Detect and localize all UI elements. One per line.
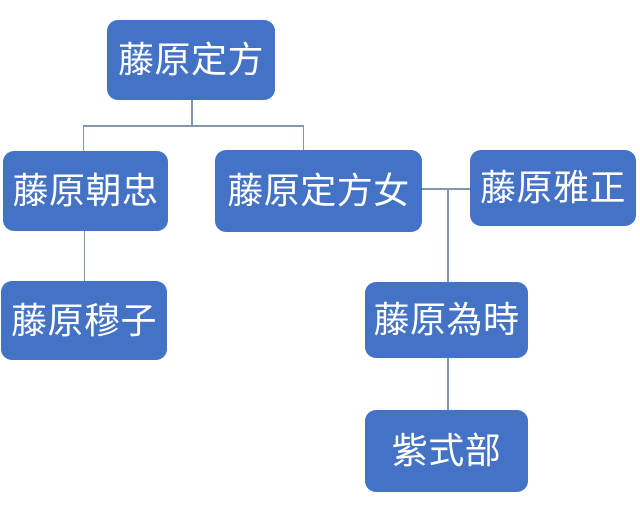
connector-children-distributor (83, 125, 304, 127)
connector-marriage-link (422, 188, 470, 190)
node-fujiwara-tametoki: 藤原為時 (365, 282, 528, 358)
connector-drop-to-asatada (82, 126, 84, 151)
node-fujiwara-asatada: 藤原朝忠 (3, 151, 168, 231)
node-fujiwara-masatada: 藤原雅正 (470, 150, 636, 226)
connector-tametoki-to-murasaki (447, 358, 449, 410)
node-murasaki-shikibu: 紫式部 (365, 410, 528, 492)
connector-sadakata-stem (191, 100, 193, 126)
node-fujiwara-sadakata: 藤原定方 (107, 20, 275, 100)
connector-drop-to-sadakata-daughter (302, 126, 304, 150)
connector-asatada-to-bokushi (83, 231, 85, 281)
connector-marriage-to-tametoki (447, 189, 449, 282)
node-fujiwara-sadakata-daughter: 藤原定方女 (215, 150, 422, 232)
node-fujiwara-bokushi: 藤原穆子 (1, 281, 167, 360)
